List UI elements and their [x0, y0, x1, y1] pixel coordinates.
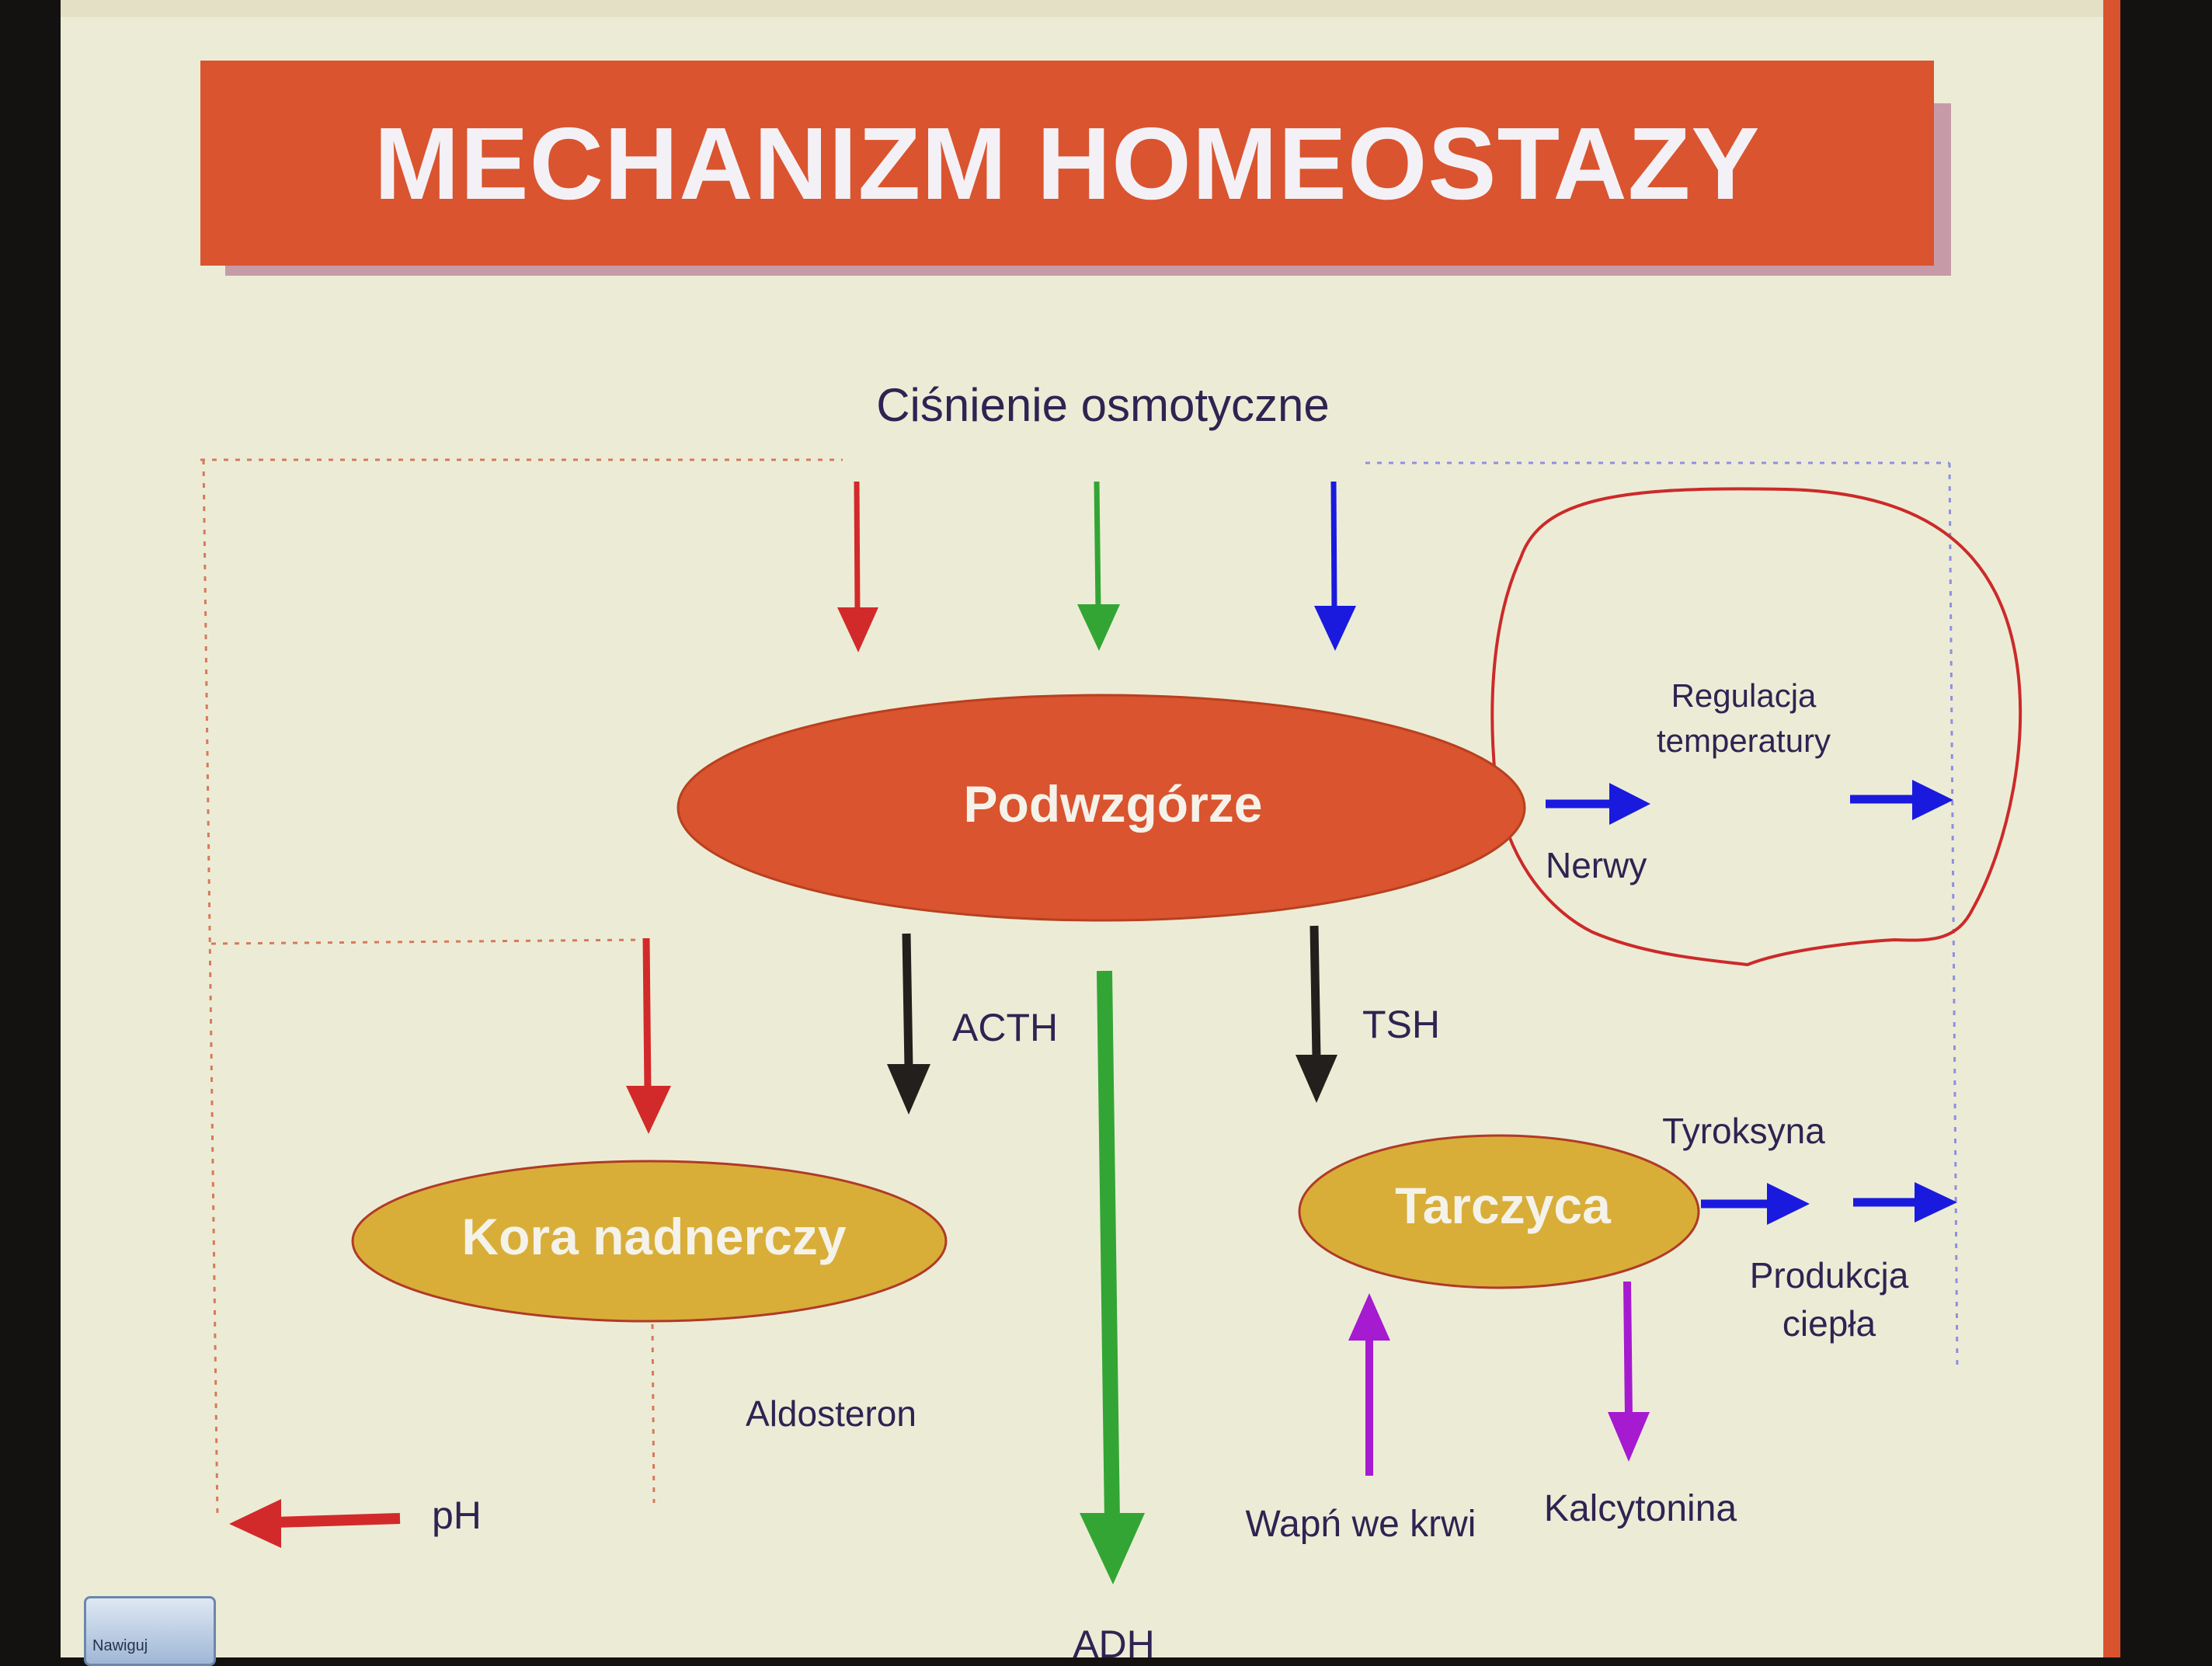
arrow-blue-nerwy-2: [1850, 780, 1953, 820]
node-kora-label: Kora nadnerczy: [461, 1208, 846, 1265]
label-acth: ACTH: [952, 1006, 1058, 1049]
arrow-blue-tyroksyna-1: [1701, 1183, 1810, 1225]
arrow-acth: [887, 933, 930, 1115]
label-cisnienie-osmotyczne: Ciśnienie osmotyczne: [876, 379, 1330, 431]
label-nerwy: Nerwy: [1546, 845, 1647, 885]
node-podwzgorze: [676, 694, 1526, 922]
label-produkcja: Produkcja: [1750, 1255, 1909, 1296]
slide-top-strip: [61, 0, 2119, 17]
label-aldosteron: Aldosteron: [746, 1393, 916, 1434]
arrow-blue-nerwy-1: [1546, 783, 1650, 825]
arrow-blue-top: [1314, 481, 1356, 651]
slide-title: MECHANIZM HOMEOSTAZY: [374, 106, 1761, 221]
node-tarczyca: [1298, 1134, 1700, 1289]
arrow-purple-up-wapn: [1348, 1293, 1390, 1476]
label-temperatury: temperatury: [1657, 722, 1831, 759]
label-ph: pH: [432, 1494, 482, 1537]
dotted-line-left-vertical: [202, 459, 219, 1519]
arrow-red-top: [837, 481, 878, 652]
arrow-tsh: [1296, 925, 1337, 1103]
arrow-red-ph: [229, 1499, 401, 1548]
node-tarczyca-label: Tarczyca: [1395, 1177, 1612, 1234]
label-ciepla: ciepła: [1782, 1303, 1876, 1344]
slide-right-edge: [2103, 0, 2120, 1657]
label-tyroksyna: Tyroksyna: [1662, 1111, 1825, 1151]
label-wapn-we-krwi: Wapń we krwi: [1246, 1504, 1476, 1545]
label-kalcytonina: Kalcytonina: [1544, 1488, 1737, 1529]
title-banner: MECHANIZM HOMEOSTAZY: [200, 61, 1934, 266]
dotted-line-right-vertical: [1948, 462, 1959, 1368]
arrow-red-kora: [626, 937, 671, 1134]
arrow-adh: [1080, 970, 1145, 1584]
arrow-green-top: [1077, 481, 1120, 651]
corner-navigation-button[interactable]: Nawiguj: [84, 1596, 216, 1666]
dotted-line-middle-left: [210, 938, 642, 945]
node-podwzgorze-label: Podwzgórze: [963, 775, 1262, 833]
arrow-purple-down-kalcytonina: [1608, 1281, 1650, 1462]
label-tsh: TSH: [1362, 1003, 1440, 1046]
dotted-line-aldosteron: [651, 1323, 656, 1504]
node-kora-nadnerczy: [351, 1160, 948, 1323]
label-adh: ADH: [1073, 1623, 1155, 1657]
label-regulacja: Regulacja: [1671, 677, 1817, 714]
corner-button-label: Nawiguj: [92, 1637, 148, 1654]
arrow-blue-tyroksyna-2: [1853, 1182, 1957, 1223]
